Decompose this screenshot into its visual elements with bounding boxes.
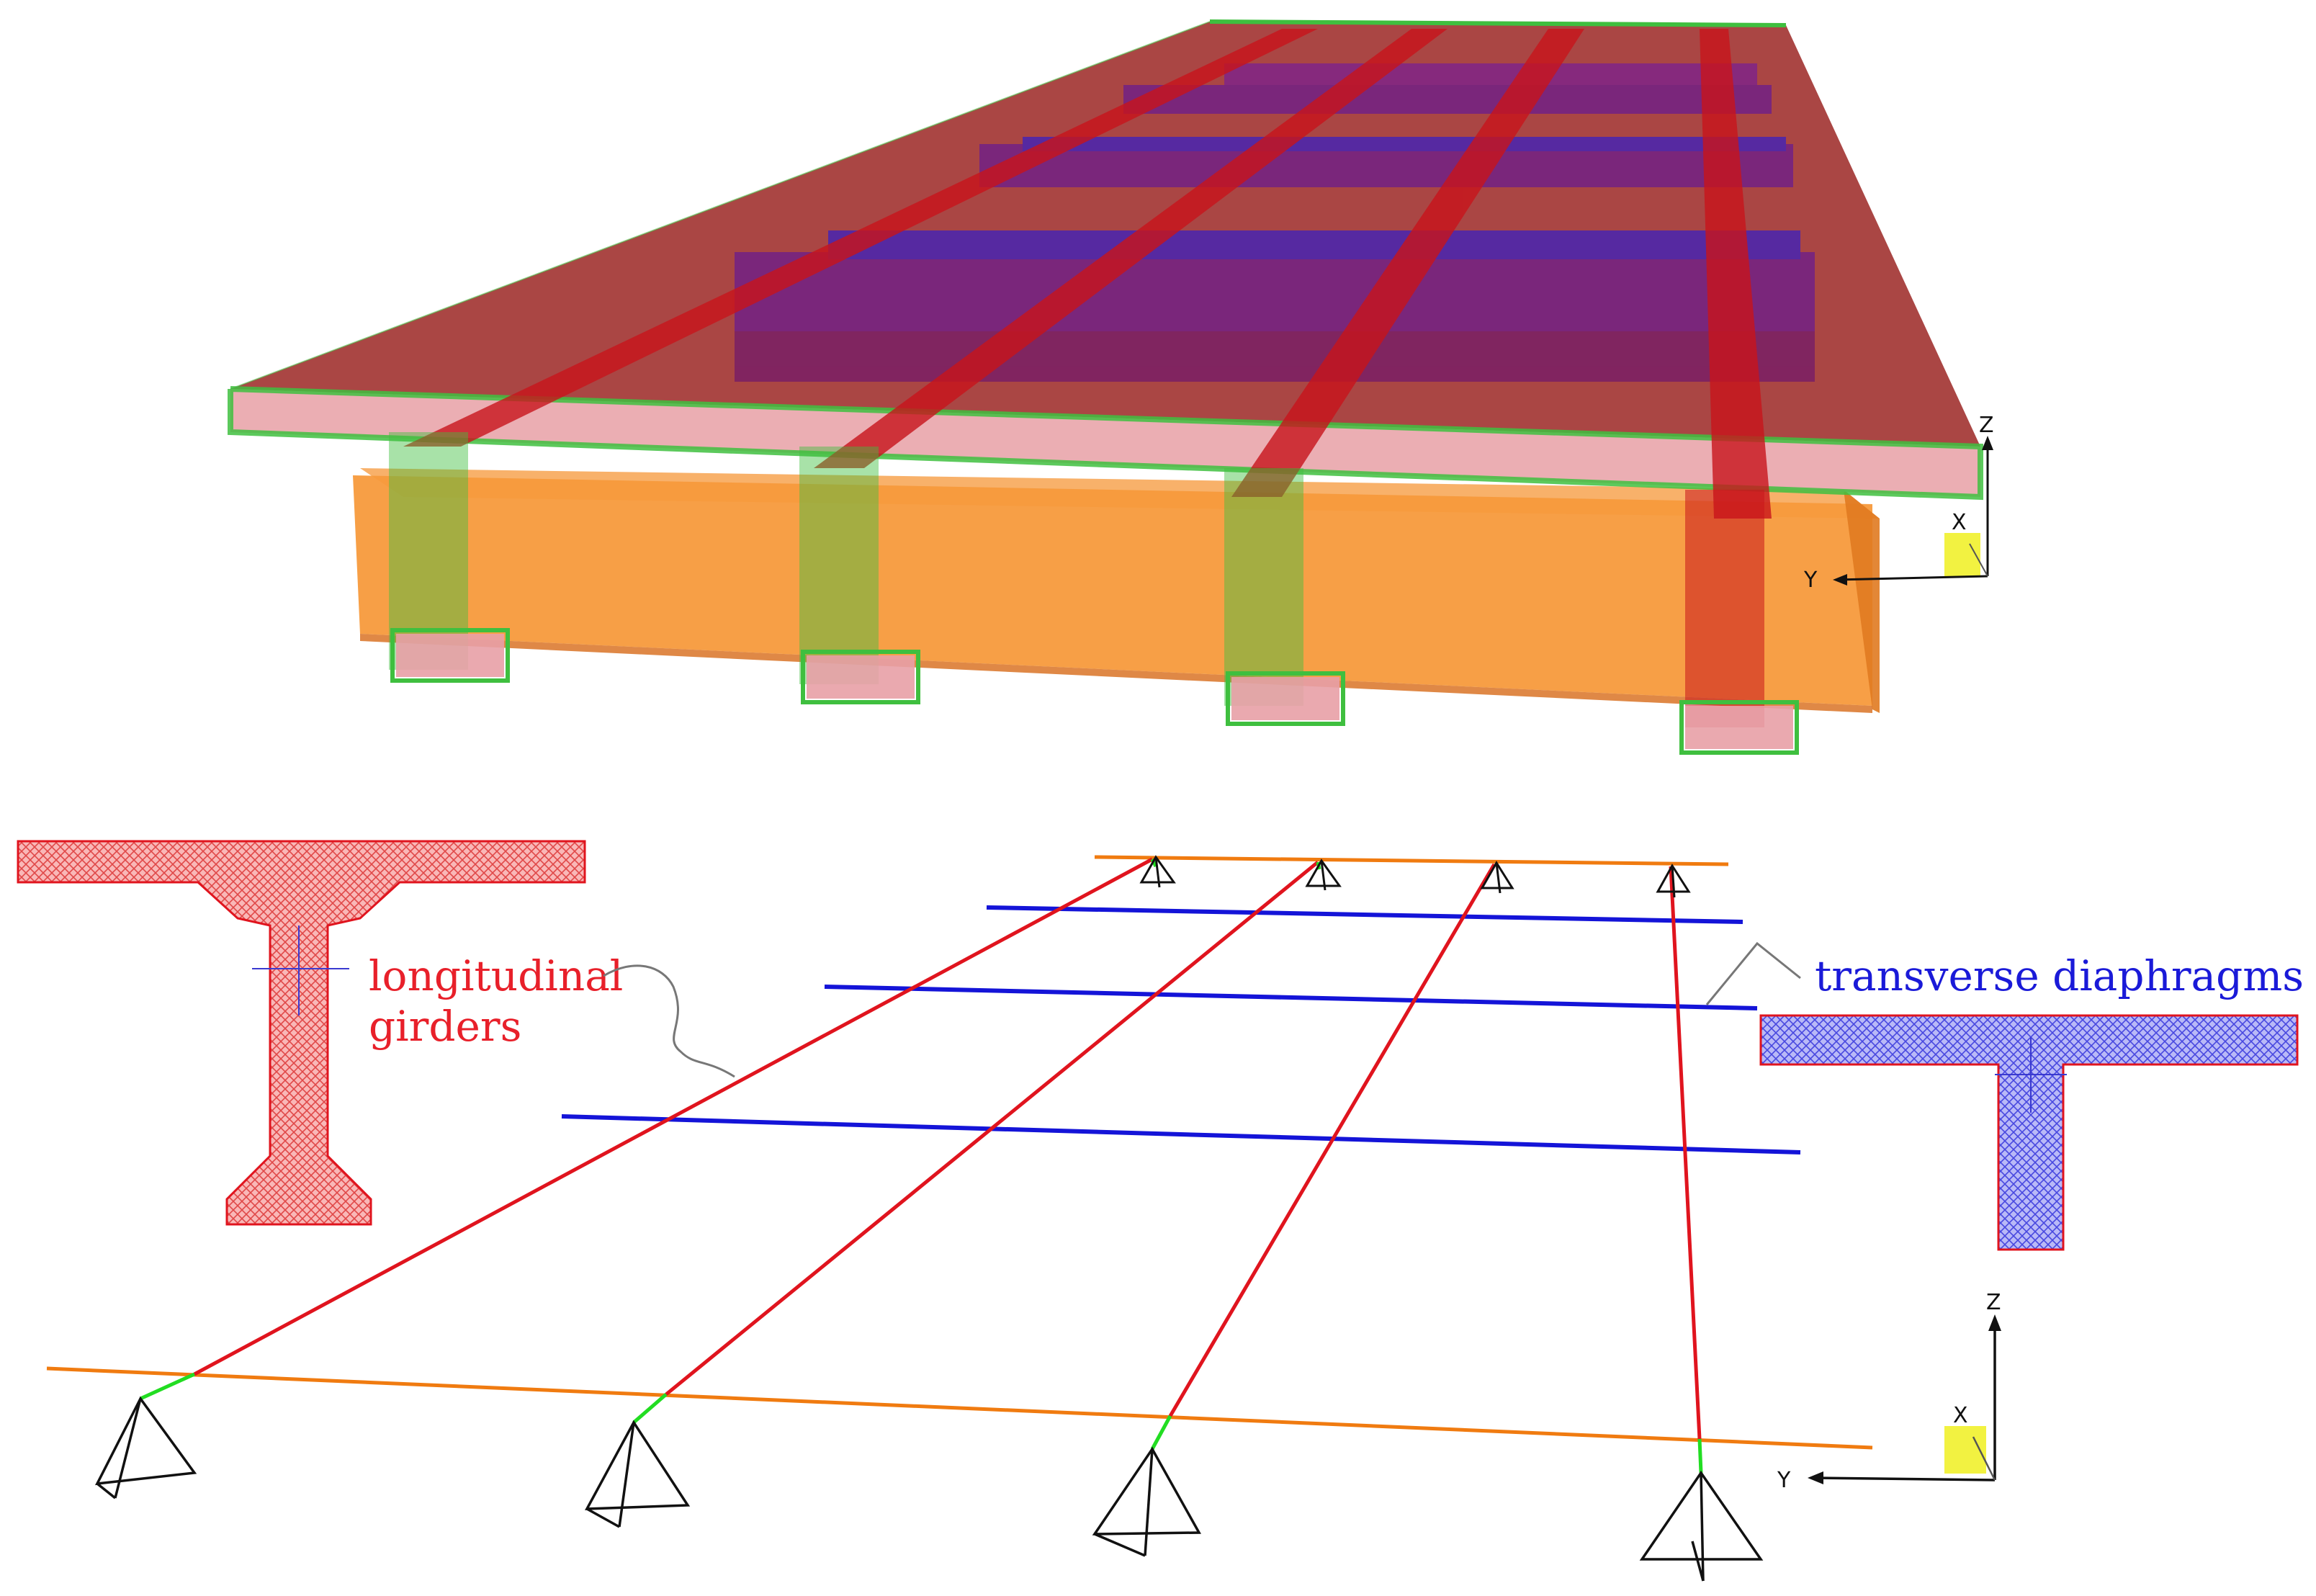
support-far-2: [1305, 858, 1342, 891]
deck-edge-outline: [228, 386, 1983, 501]
leader-diaphragms: [1705, 941, 1801, 1005]
axis-triad-top: Z X Y: [1803, 413, 1994, 593]
axis-label-y-bottom: Y: [1777, 1468, 1791, 1493]
axis-triad-bottom: Z X Y: [1777, 1290, 2001, 1493]
abutment-line-near: [46, 1366, 1873, 1450]
diaphragm-blocks: [735, 63, 1815, 382]
girder-line-4: [1669, 866, 1702, 1440]
supports-near: [94, 1396, 1764, 1582]
label-longitudinal-girders-line2: girders: [369, 1002, 521, 1051]
deck-front-edge: [230, 389, 1980, 497]
girder-cross-section: [17, 840, 586, 1226]
support-far-1: [1139, 855, 1176, 888]
support-near-3: [1092, 1446, 1201, 1557]
axis-label-x-bottom: X: [1953, 1403, 1968, 1428]
support-near-1: [94, 1396, 197, 1499]
girder-line-1: [193, 857, 1154, 1376]
support-far-4: [1656, 864, 1691, 898]
rigid-links: [139, 858, 1703, 1474]
diaphragm-line-3: [561, 1114, 1801, 1155]
axis-label-z-top: Z: [1979, 413, 1994, 438]
diaphragm-line-2: [824, 985, 1758, 1010]
axis-label-y-top: Y: [1803, 568, 1818, 593]
supports-far: [1139, 855, 1691, 898]
rendered-3d-model: Z X Y: [228, 19, 1994, 755]
girder-webs: [403, 29, 1772, 519]
diaphragm-line-1: [986, 905, 1743, 924]
axis-label-x-top: X: [1952, 510, 1967, 535]
support-far-3: [1480, 861, 1514, 894]
label-longitudinal-girders-line1: longitudinal: [369, 951, 623, 1000]
girder-bottom-flanges: [389, 432, 1799, 755]
leader-girders: [603, 964, 735, 1078]
abutment-line-far: [1094, 855, 1729, 866]
axis-label-z-bottom: Z: [1986, 1290, 2001, 1315]
grillage-model: Z X Y: [46, 855, 2001, 1582]
front-support-beam: [353, 468, 1880, 713]
support-near-2: [585, 1420, 691, 1528]
diaphragm-cross-section: [1759, 1014, 2299, 1251]
annotations: longitudinal girders transverse diaphrag…: [369, 941, 2304, 1078]
girder-line-2: [665, 861, 1319, 1396]
girder-line-3: [1168, 863, 1496, 1417]
label-transverse-diaphragms: transverse diaphragms: [1815, 951, 2304, 1000]
support-near-4: [1639, 1470, 1764, 1582]
